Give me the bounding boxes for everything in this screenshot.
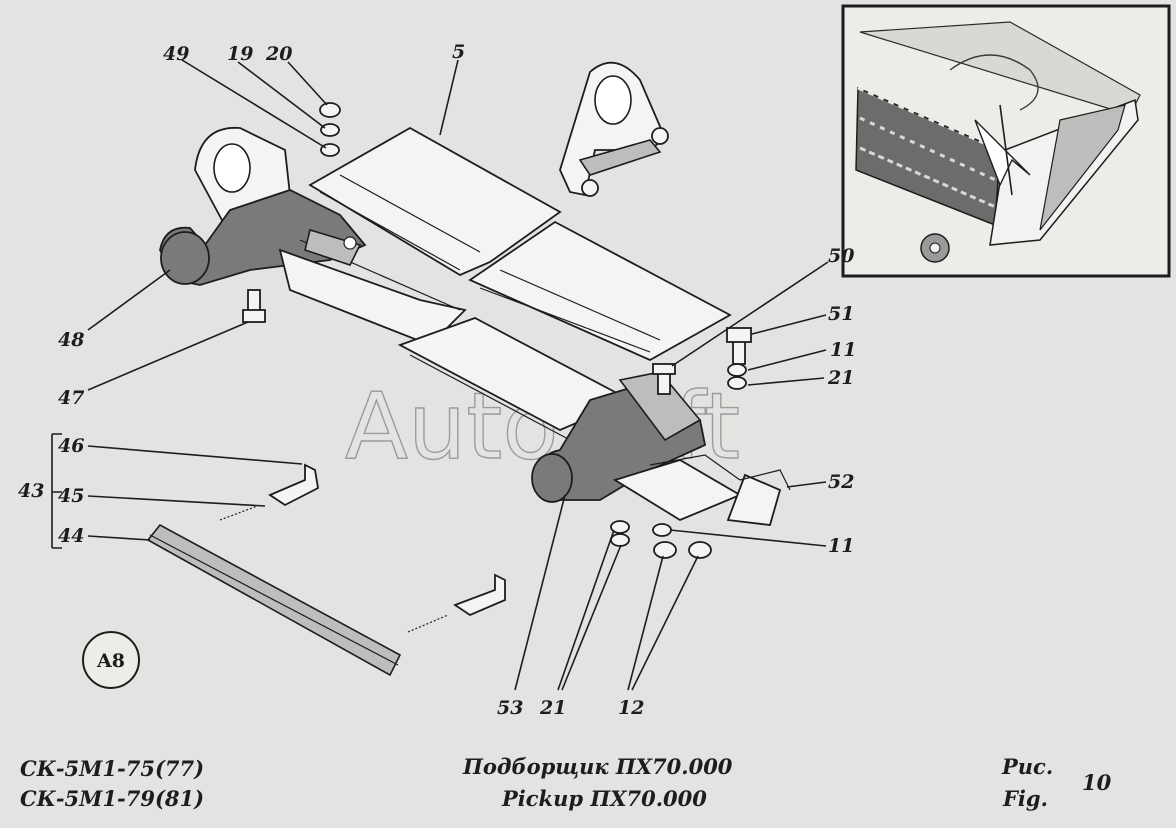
washer-11-upper (727, 363, 747, 377)
model-line-1: СК-5М1-75(77) (20, 756, 205, 781)
spring-45 (219, 504, 261, 521)
title-english: Pickup ПХ70.000 (502, 786, 707, 811)
washer-11-lower (652, 523, 672, 537)
figure-number: 10 (1082, 770, 1112, 795)
figure-label-english: Fig. (1003, 786, 1048, 811)
sheet-label-badge: A8 (82, 631, 140, 689)
model-line-2: СК-5М1-79(81) (20, 786, 205, 811)
callout-43: 43 (18, 480, 44, 502)
callout-48: 48 (58, 329, 84, 351)
leader-lines (51, 59, 829, 691)
figure-label-russian: Рис. (1002, 754, 1054, 779)
callout-53: 53 (497, 697, 523, 719)
callout-44: 44 (58, 525, 84, 547)
spring-45-lower (407, 614, 449, 633)
side-frame-right-53 (531, 371, 743, 522)
washer-21-upper (727, 376, 747, 390)
washer-21-lower-a (610, 520, 630, 534)
callout-11-upper: 11 (830, 339, 856, 361)
callout-45: 45 (58, 485, 84, 507)
callout-12: 12 (618, 697, 644, 719)
bolt-50 (652, 363, 676, 395)
sheet-label-text: A8 (96, 650, 125, 672)
callout-21-lower: 21 (539, 697, 566, 719)
callout-11-lower: 11 (828, 535, 854, 557)
mounting-bracket-upper (559, 61, 669, 197)
callout-46: 46 (58, 435, 84, 457)
callout-47: 47 (58, 387, 84, 409)
nut-20 (319, 102, 341, 118)
callout-49: 49 (163, 43, 189, 65)
cover-plate-5 (308, 126, 732, 362)
callout-52: 52 (828, 471, 854, 493)
inset-overview-picture (841, 4, 1171, 278)
bolt-51 (726, 327, 752, 365)
callout-5: 5 (452, 41, 465, 63)
clip-52 (726, 469, 791, 526)
callout-19: 19 (227, 43, 253, 65)
callout-labels: 49 19 20 5 48 47 50 51 11 21 52 11 46 43… (18, 41, 856, 719)
bracket-46 (268, 463, 319, 507)
callout-51: 51 (828, 303, 854, 325)
callout-20: 20 (265, 43, 292, 65)
washer-21-lower-b (610, 533, 630, 547)
callout-21-upper: 21 (827, 367, 854, 389)
title-russian: Подборщик ПХ70.000 (463, 754, 733, 779)
washer-19 (320, 123, 340, 137)
nut-12-a (653, 541, 677, 559)
callout-50: 50 (828, 245, 854, 267)
bracket-46-lower (453, 573, 506, 617)
strip-44 (146, 523, 402, 677)
bolt-47 (242, 289, 266, 323)
nut-12-b (688, 541, 712, 559)
